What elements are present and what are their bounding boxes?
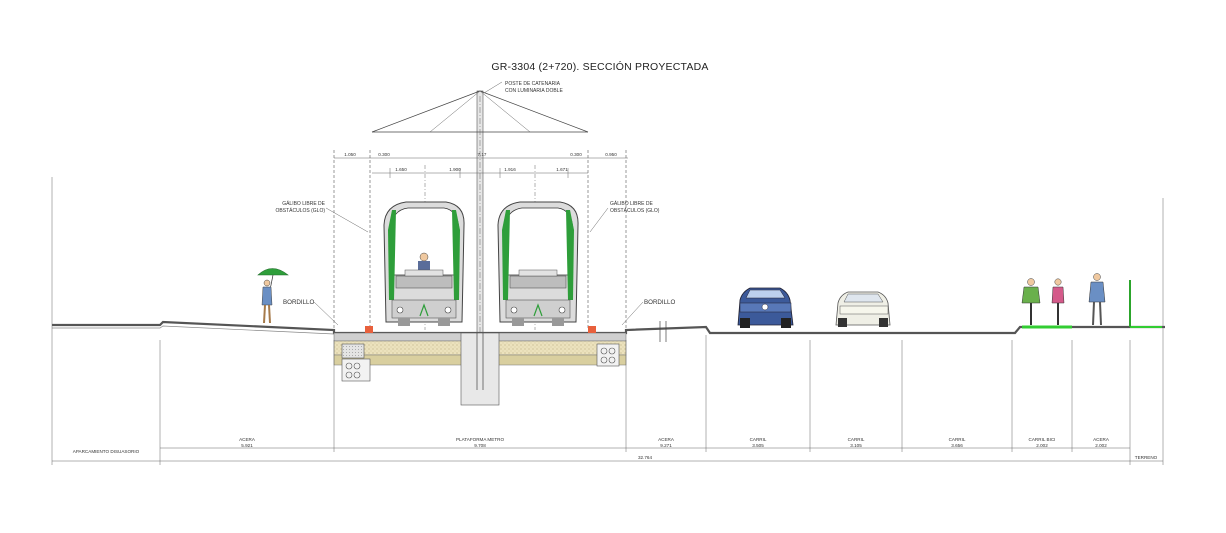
pole-label-2: CON LUMINARIA DOBLE xyxy=(505,88,563,94)
segment-name-sidewalk-left: ACERA xyxy=(239,437,256,442)
segment-value-sidewalk-mid: 9.271 xyxy=(660,443,672,448)
dim-outer-4: 0.950 xyxy=(605,152,617,157)
segment-value-lane-3: 3.656 xyxy=(951,443,963,448)
dim-outer-3: 0.300 xyxy=(570,152,582,157)
segment-value-lane-1: 3.505 xyxy=(752,443,764,448)
segment-value-bike: 2.002 xyxy=(1036,443,1048,448)
segment-name-sidewalk-right: ACERA xyxy=(1093,437,1110,442)
segment-name-bike: CARRIL BICI xyxy=(1029,437,1056,442)
segment-value-sidewalk-right: 2.002 xyxy=(1095,443,1107,448)
dim-axis: 7.17 xyxy=(478,152,487,157)
glo-label-right-1: GÁLIBO LIBRE DE xyxy=(610,200,653,207)
segment-name-lane-1: CARRIL xyxy=(750,437,767,442)
total-width: 32.764 xyxy=(638,455,652,460)
dim-outer-2: 0.300 xyxy=(378,152,390,157)
pedestrian-right xyxy=(1088,273,1106,326)
segment-value-sidewalk-left: 5.921 xyxy=(241,443,253,448)
segment-value-metro: 9.708 xyxy=(474,443,486,448)
car-white xyxy=(835,291,891,327)
glo-label-left-1: GÁLIBO LIBRE DE xyxy=(282,200,325,207)
glo-label-right-2: OBSTÁCULOS (GLO) xyxy=(610,207,660,214)
tram-left xyxy=(383,201,465,326)
curb-label-right: BORDILLO xyxy=(644,299,675,306)
segment-name-lane-3: CARRIL xyxy=(949,437,966,442)
terrain-label: TERRENO xyxy=(1135,455,1158,460)
catenary-pole xyxy=(371,81,589,400)
dim-inner-1: 1.650 xyxy=(395,167,407,172)
ground-profile xyxy=(52,280,1165,342)
pedestrian-umbrella xyxy=(257,268,289,324)
curb-label-left: BORDILLO xyxy=(283,299,314,306)
dim-inner-2: 1.900 xyxy=(449,167,461,172)
drawing-title: GR-3304 (2+720). SECCIÓN PROYECTADA xyxy=(491,60,708,73)
tram-platform xyxy=(333,326,627,406)
pole-label-1: POSTE DE CATENARIA xyxy=(505,81,561,87)
glo-label-left-2: OBSTÁCULOS (GLO) xyxy=(276,207,326,214)
segment-name-parking: APARCAMIENTO DISUASORIO xyxy=(73,449,140,454)
bottom-dimensions xyxy=(52,335,1163,465)
segment-value-lane-2: 3.105 xyxy=(850,443,862,448)
top-dimensions xyxy=(333,150,628,330)
dim-inner-4: 1.671 xyxy=(556,167,568,172)
dim-inner-3: 1.916 xyxy=(504,167,516,172)
car-blue xyxy=(737,287,794,328)
segment-name-lane-2: CARRIL xyxy=(848,437,865,442)
segment-name-sidewalk-mid: ACERA xyxy=(658,437,675,442)
tram-right xyxy=(497,201,579,326)
cyclists xyxy=(1021,278,1065,325)
segment-name-metro: PLATAFORMA METRO xyxy=(456,437,504,442)
dim-outer-1: 1.050 xyxy=(344,152,356,157)
